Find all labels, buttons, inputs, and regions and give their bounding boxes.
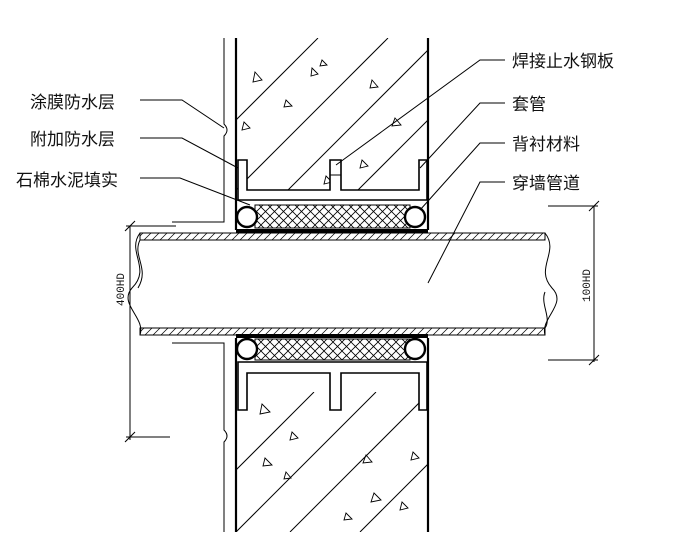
casing-wall-bottom bbox=[236, 334, 428, 338]
backing-material-rods bbox=[235, 205, 427, 361]
leader-coating bbox=[140, 99, 225, 129]
concrete-wall bbox=[172, 38, 430, 532]
label-casing: 套管 bbox=[512, 95, 546, 115]
casing-wall-top bbox=[236, 229, 428, 233]
coating-waterproof-line-bottom bbox=[172, 342, 228, 532]
dimension-label-400hd: 400HD bbox=[116, 273, 128, 306]
label-welded-water-stop-plate: 焊接止水钢板 bbox=[512, 52, 614, 72]
leader-backing bbox=[419, 142, 505, 211]
wall-hatch-top bbox=[236, 38, 428, 198]
water-stop-plate-top bbox=[237, 159, 428, 201]
dimension-100hd bbox=[548, 200, 600, 366]
label-additional-waterproof-layer: 附加防水层 bbox=[30, 130, 115, 150]
leader-additional bbox=[140, 137, 239, 169]
leader-casing bbox=[419, 102, 505, 169]
asbestos-cement-fill-bottom bbox=[254, 338, 411, 361]
label-coating-waterproof-layer: 涂膜防水层 bbox=[30, 93, 115, 113]
asbestos-cement-fill-top bbox=[254, 204, 411, 229]
leader-pipe bbox=[427, 181, 505, 284]
wall-penetrating-pipe bbox=[127, 232, 558, 336]
leader-asbestos bbox=[140, 177, 251, 206]
leader-lines bbox=[140, 59, 505, 284]
dimension-400hd bbox=[124, 220, 176, 443]
dimension-label-100hd: 100HD bbox=[582, 269, 594, 302]
aggregate-marks bbox=[241, 59, 420, 521]
leader-water-stop bbox=[335, 59, 505, 166]
water-stop-plate-bottom bbox=[237, 361, 428, 411]
wall-hatch-bottom bbox=[236, 392, 428, 532]
label-backing-material: 背衬材料 bbox=[512, 135, 580, 155]
coating-waterproof-line-top bbox=[172, 38, 228, 223]
label-asbestos-cement-fill: 石棉水泥填实 bbox=[16, 171, 118, 191]
label-wall-penetrating-pipe: 穿墙管道 bbox=[512, 174, 580, 194]
